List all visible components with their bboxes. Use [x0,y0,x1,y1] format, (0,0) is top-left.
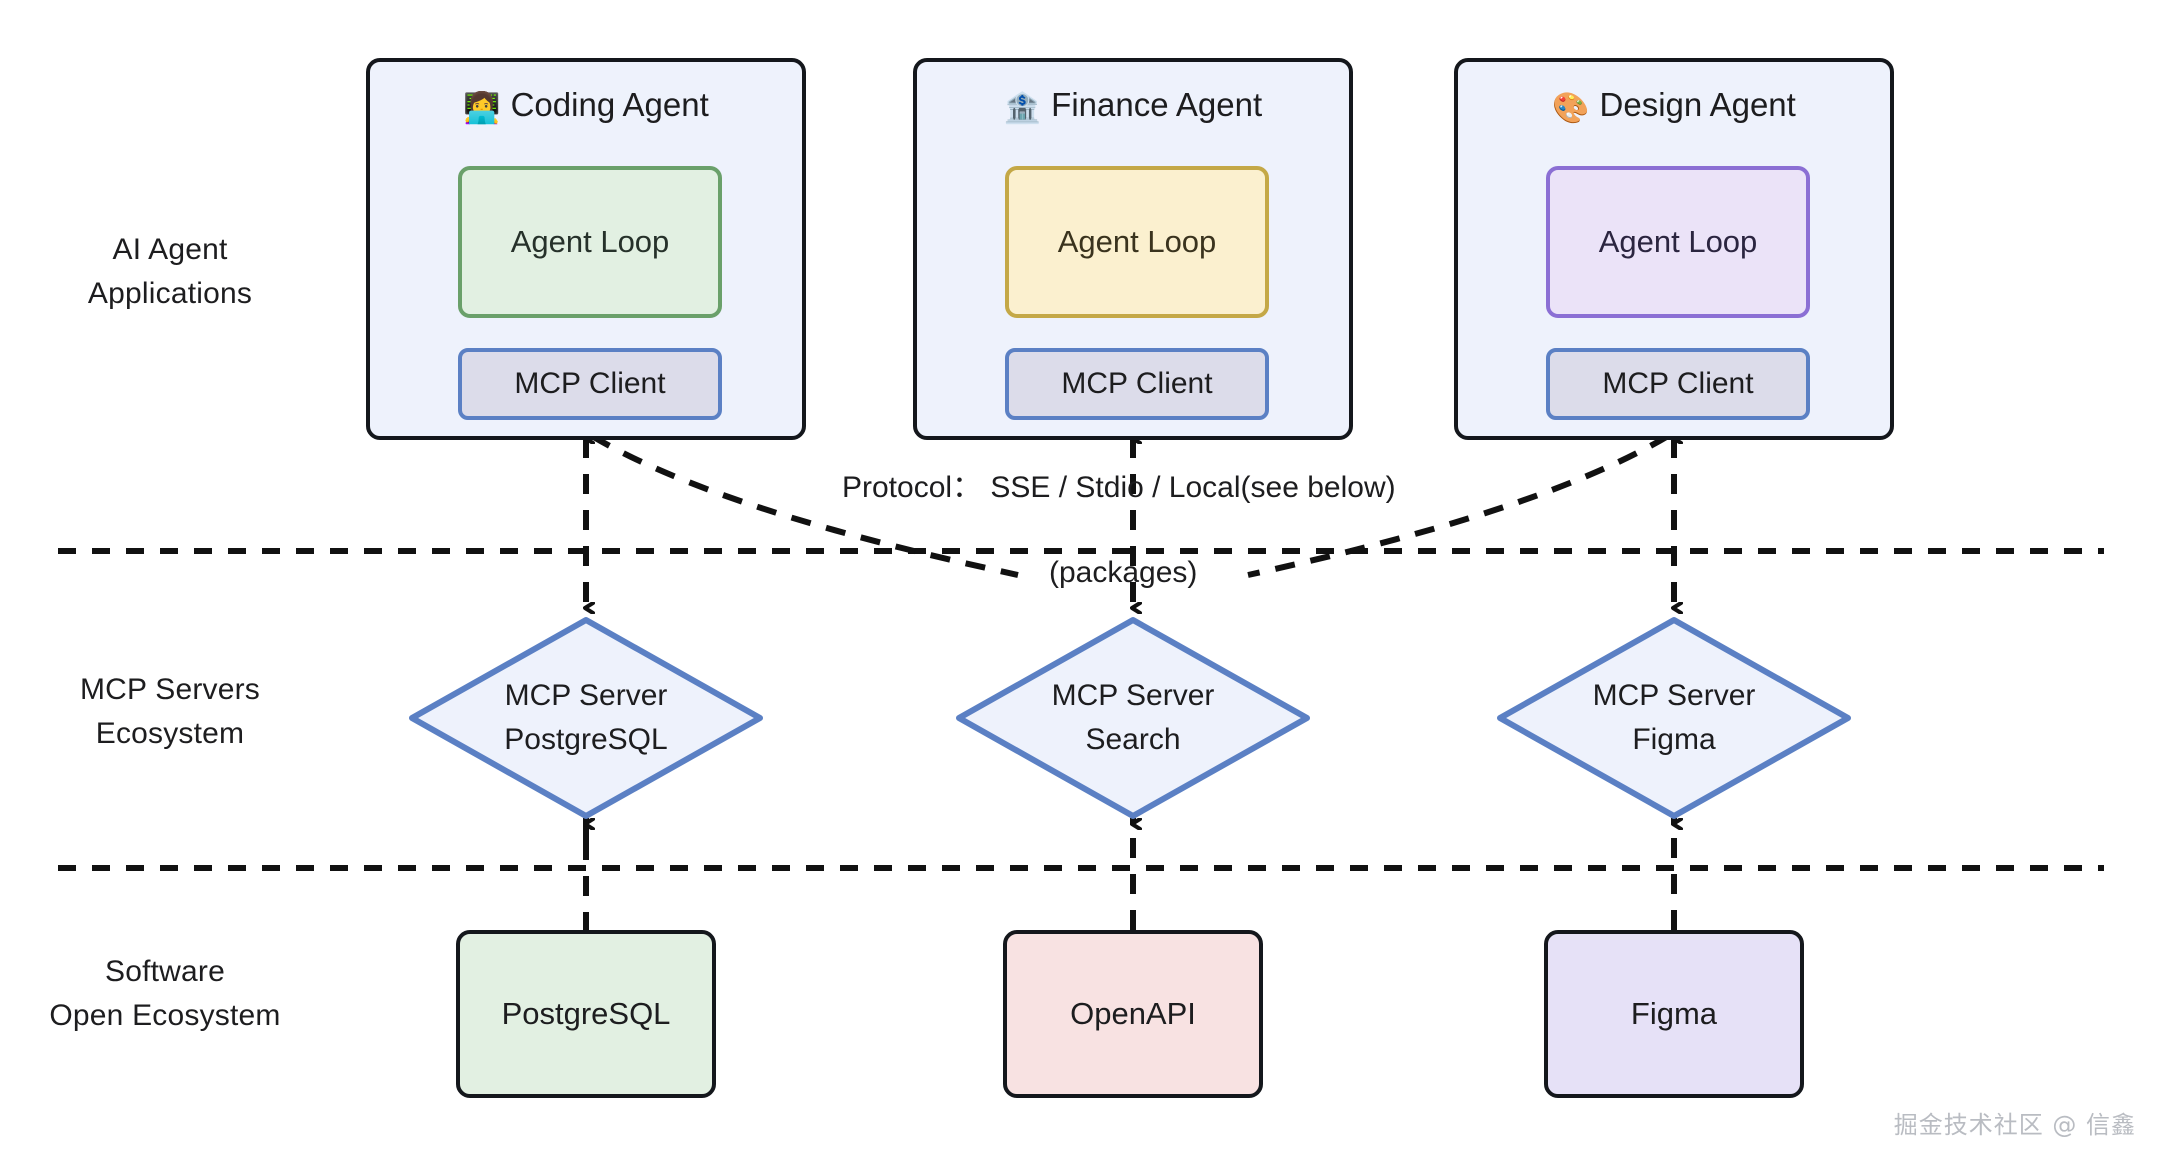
software-box-openapi[interactable]: OpenAPI [1003,930,1263,1098]
agent-card-coding[interactable]: 👩‍💻 Coding Agent Agent Loop MCP Client [366,58,806,440]
row-label-servers: MCP Servers Ecosystem [79,673,261,750]
mcp-server-diamond-postgres [409,617,763,819]
agent-card-title-finance: 🏦 Finance Agent [917,86,1349,126]
agent-loop-finance[interactable]: Agent Loop [1005,166,1269,318]
agent-title-text-finance: Finance Agent [1051,86,1263,123]
protocol-annotation: Protocol： SSE / Stdio / Local(see below) [842,471,1396,504]
row-label-software: Software Open Ecosystem [49,955,281,1032]
agent-title-text-design: Design Agent [1599,86,1796,123]
agent-card-finance[interactable]: 🏦 Finance Agent Agent Loop MCP Client [913,58,1353,440]
agent-card-title-coding: 👩‍💻 Coding Agent [370,86,802,126]
agent-loop-design[interactable]: Agent Loop [1546,166,1810,318]
bank-icon: 🏦 [1003,92,1042,125]
packages-annotation: (packages) [1049,556,1198,589]
row-label-applications: AI Agent Applications [87,233,253,310]
mcp-client-design[interactable]: MCP Client [1546,348,1810,420]
software-box-figma[interactable]: Figma [1544,930,1804,1098]
woman-technologist-icon: 👩‍💻 [463,92,501,125]
agent-title-text-coding: Coding Agent [510,86,709,123]
mcp-server-diamond-figma [1497,617,1851,819]
agent-card-design[interactable]: 🎨 Design Agent Agent Loop MCP Client [1454,58,1894,440]
artist-palette-icon: 🎨 [1552,92,1590,125]
mcp-client-coding[interactable]: MCP Client [458,348,722,420]
agent-card-title-design: 🎨 Design Agent [1458,86,1890,126]
mcp-client-finance[interactable]: MCP Client [1005,348,1269,420]
agent-loop-coding[interactable]: Agent Loop [458,166,722,318]
mcp-server-diamond-search [956,617,1310,819]
watermark: 掘金技术社区 @ 信鑫 [1893,1111,2136,1139]
software-box-postgresql[interactable]: PostgreSQL [456,930,716,1098]
